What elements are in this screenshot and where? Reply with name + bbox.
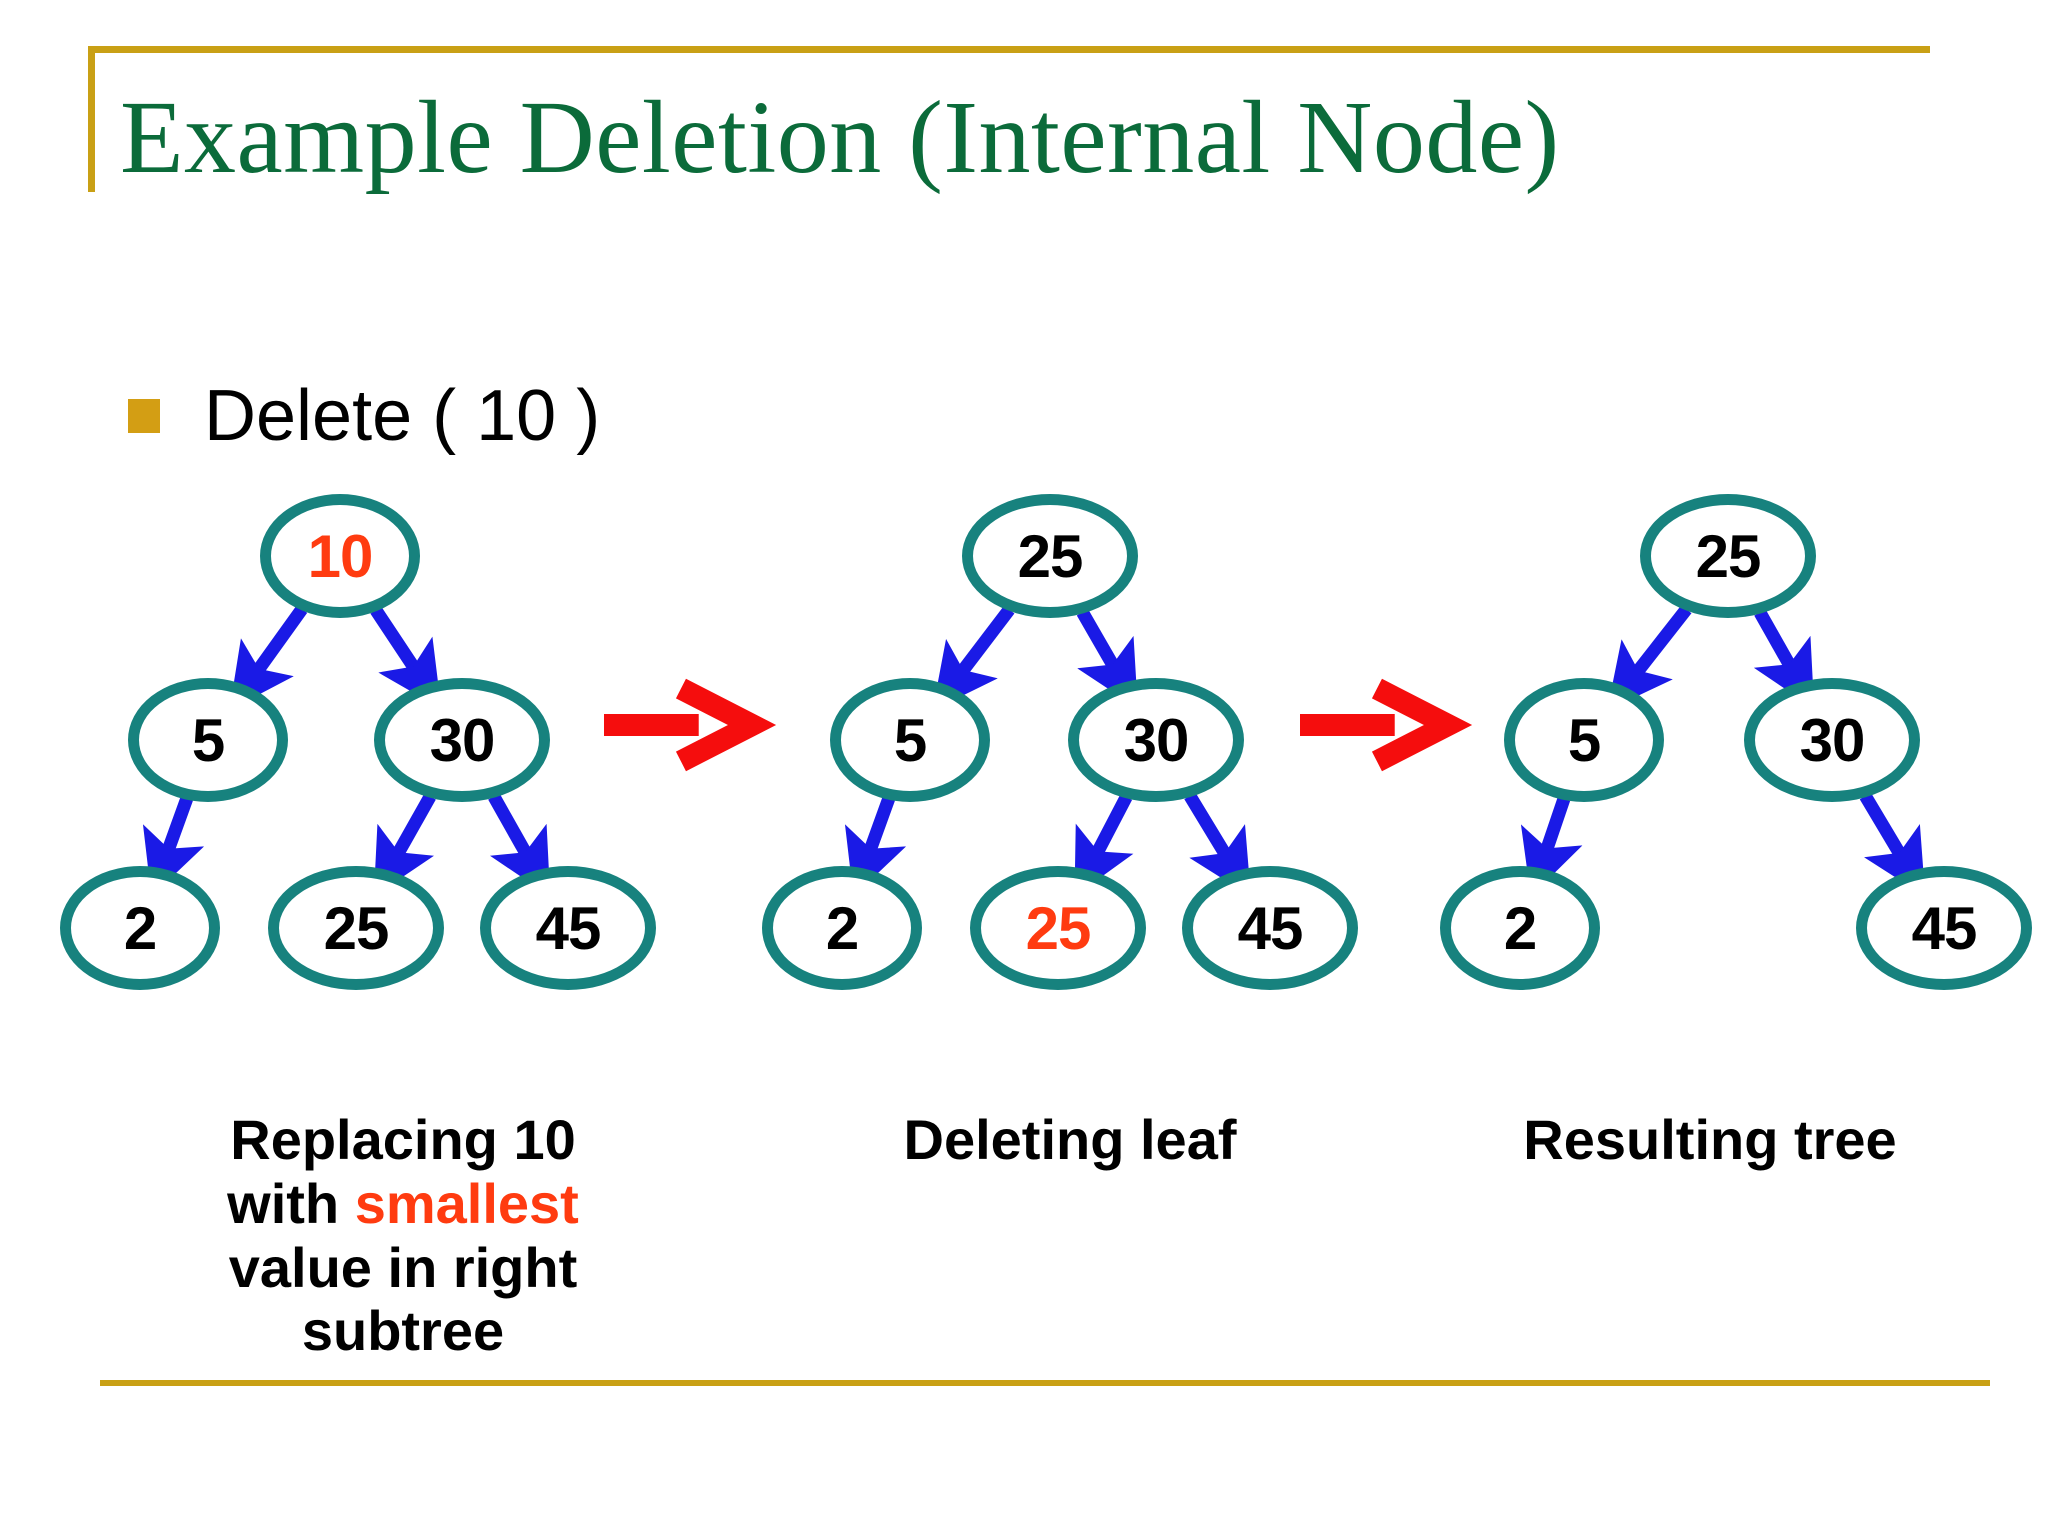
transition-arrow-1 [675, 678, 777, 772]
tree-node-label: 30 [1799, 706, 1866, 774]
tree-node-label: 45 [1237, 894, 1304, 962]
caption-highlight-word: smallest [354, 1171, 579, 1235]
tree-node-label: 5 [1567, 706, 1601, 774]
tree-edge-arrow [1753, 609, 1815, 709]
tree-edge-arrow [488, 793, 551, 897]
tree-node-label: 2 [1503, 894, 1537, 962]
tree-edge-arrow [370, 606, 442, 709]
tree-node-5: 5 [830, 678, 990, 802]
tree-node-label: 2 [825, 894, 859, 962]
caption-deleting-leaf: Deleting leaf [903, 1108, 1237, 1171]
tree-edge-arrow [1607, 605, 1692, 711]
tree-node-30: 30 [374, 678, 550, 802]
tree-node-5: 5 [1504, 678, 1664, 802]
tree-node-45: 45 [480, 866, 656, 990]
transition-arrow-shaft [604, 714, 699, 736]
tree-edge-arrow [1859, 792, 1926, 897]
tree-node-2: 2 [1440, 866, 1600, 990]
tree-node-25: 25 [268, 866, 444, 990]
tree-node-label: 5 [191, 706, 225, 774]
tree-edge-arrow [932, 605, 1015, 711]
caption-resulting-tree: Resulting tree [1523, 1108, 1897, 1171]
tree-edge-arrow [1520, 796, 1583, 897]
tree-edge-arrow [142, 796, 205, 897]
tree-node-30: 30 [1068, 678, 1244, 802]
tree-node-25: 25 [1640, 494, 1816, 618]
tree-node-45: 45 [1182, 866, 1358, 990]
tree-node-label: 25 [323, 894, 390, 962]
tree-node-2: 2 [60, 866, 220, 990]
tree-node-label: 5 [893, 706, 927, 774]
tree-node-45: 45 [1856, 866, 2032, 990]
tree-node-30: 30 [1744, 678, 1920, 802]
transition-arrow-shaft [1300, 714, 1395, 736]
tree-edge-arrow [373, 793, 436, 897]
tree-node-25: 25 [962, 494, 1138, 618]
tree-edge-arrow [1184, 792, 1251, 897]
tree-edge-arrow [229, 605, 308, 711]
tree-node-label: 45 [535, 894, 602, 962]
tree-node-label: 30 [1123, 706, 1190, 774]
tree-node-label: 25 [1025, 894, 1092, 962]
top-gold-rule [88, 46, 1930, 53]
transition-arrow-2 [1371, 678, 1473, 772]
tree-node-25: 25 [970, 866, 1146, 990]
tree-node-2: 2 [762, 866, 922, 990]
left-gold-rule [88, 46, 95, 192]
tree-node-5: 5 [128, 678, 288, 802]
tree-node-label: 25 [1017, 522, 1084, 590]
tree-node-label: 10 [307, 522, 374, 590]
tree-edge-arrow [1076, 609, 1138, 709]
caption-replacing: Replacing 10 with smallest value in righ… [227, 1108, 579, 1363]
page-title: Example Deletion (Internal Node) [120, 80, 1560, 195]
tree-edge-arrow [1074, 794, 1134, 897]
tree-node-10: 10 [260, 494, 420, 618]
tree-node-label: 45 [1911, 894, 1978, 962]
bottom-gold-rule [100, 1380, 1990, 1386]
square-bullet-icon [128, 399, 160, 433]
bullet-label: Delete ( 10 ) [204, 376, 601, 456]
tree-node-label: 30 [429, 706, 496, 774]
tree-edge-arrow [844, 796, 907, 897]
tree-node-label: 2 [123, 894, 157, 962]
tree-node-label: 25 [1695, 522, 1762, 590]
bullet-row: Delete ( 10 ) [128, 380, 600, 452]
